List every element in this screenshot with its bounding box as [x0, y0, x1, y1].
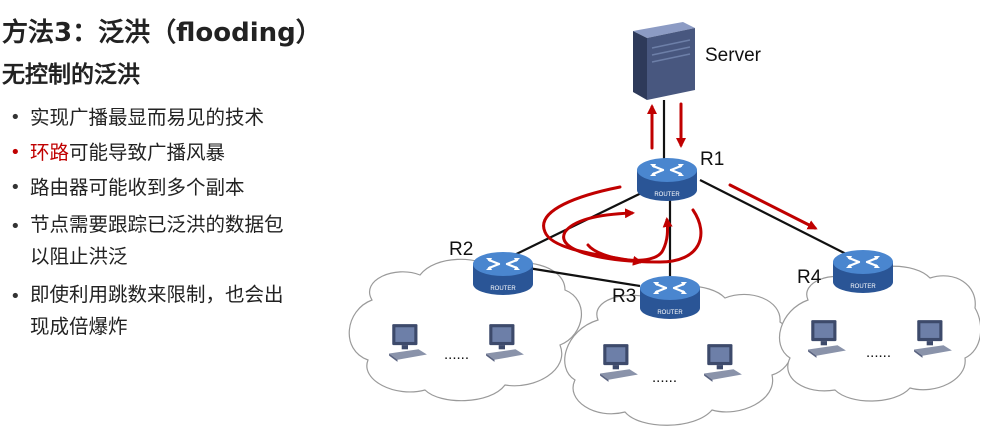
router-tag: ROUTER: [850, 284, 876, 290]
ellipsis-middle: ......: [652, 369, 677, 386]
bullet-text-line: 以阻止洪泛: [30, 245, 128, 268]
router-label-r3: R3: [612, 286, 636, 307]
router-tag: ROUTER: [654, 192, 680, 198]
router-label-r1: R1: [700, 149, 724, 170]
arrow-loop-r3-r2-r1: [562, 208, 703, 264]
bullet-item: 实现广播最显而易见的技术: [8, 100, 353, 135]
link-r2-r3: [527, 266, 641, 288]
router-tag: ROUTER: [490, 286, 516, 292]
arrow-r1-to-r4: [728, 183, 818, 230]
link-r1-r4: [699, 179, 863, 263]
bullet-item: 环路可能导致广播风暴: [8, 135, 353, 170]
bullet-text: 可能导致广播风暴: [69, 141, 226, 164]
router-r2-icon: ROUTER: [471, 250, 535, 296]
slide-title: 方法3：泛洪（flooding）: [2, 18, 322, 48]
bullet-highlight: 环路: [30, 141, 70, 164]
ellipsis-left: ......: [444, 346, 469, 363]
slide-subtitle: 无控制的泛洪: [2, 62, 140, 88]
bullet-item: 节点需要跟踪已泛洪的数据包 以阻止洪泛: [8, 209, 353, 273]
arrow-r2-to-r1: [586, 217, 673, 262]
bullet-text-line: 节点需要跟踪已泛洪的数据包: [30, 213, 284, 236]
arrow-r1-to-r2: [542, 185, 643, 266]
bullet-item: 路由器可能收到多个副本: [8, 170, 353, 205]
router-tag: ROUTER: [657, 310, 683, 316]
server-icon: [633, 22, 695, 100]
bullet-text-line: 即使利用跳数来限制，也会出: [30, 283, 284, 306]
server-label: Server: [705, 45, 762, 66]
router-r3-icon: ROUTER: [638, 274, 702, 320]
bullet-text: 路由器可能收到多个副本: [30, 176, 245, 199]
bullet-item: 即使利用跳数来限制，也会出 现成倍爆炸: [8, 279, 353, 343]
cloud-left: [348, 258, 582, 402]
bullet-text-line: 现成倍爆炸: [30, 315, 128, 338]
router-label-r4: R4: [797, 267, 822, 288]
bullet-list: 实现广播最显而易见的技术 环路可能导致广播风暴 路由器可能收到多个副本 节点需要…: [8, 100, 353, 349]
flood-arrows: [542, 102, 818, 266]
ellipsis-right: ......: [866, 344, 891, 361]
network-diagram: Server ROUTER R1 ROUTER R2 ROUTER R3 ROU…: [348, 22, 980, 426]
router-r4-icon: ROUTER: [831, 248, 895, 294]
router-label-r2: R2: [449, 239, 473, 260]
router-r1-icon: ROUTER: [635, 156, 699, 202]
bullet-text: 实现广播最显而易见的技术: [30, 106, 265, 129]
